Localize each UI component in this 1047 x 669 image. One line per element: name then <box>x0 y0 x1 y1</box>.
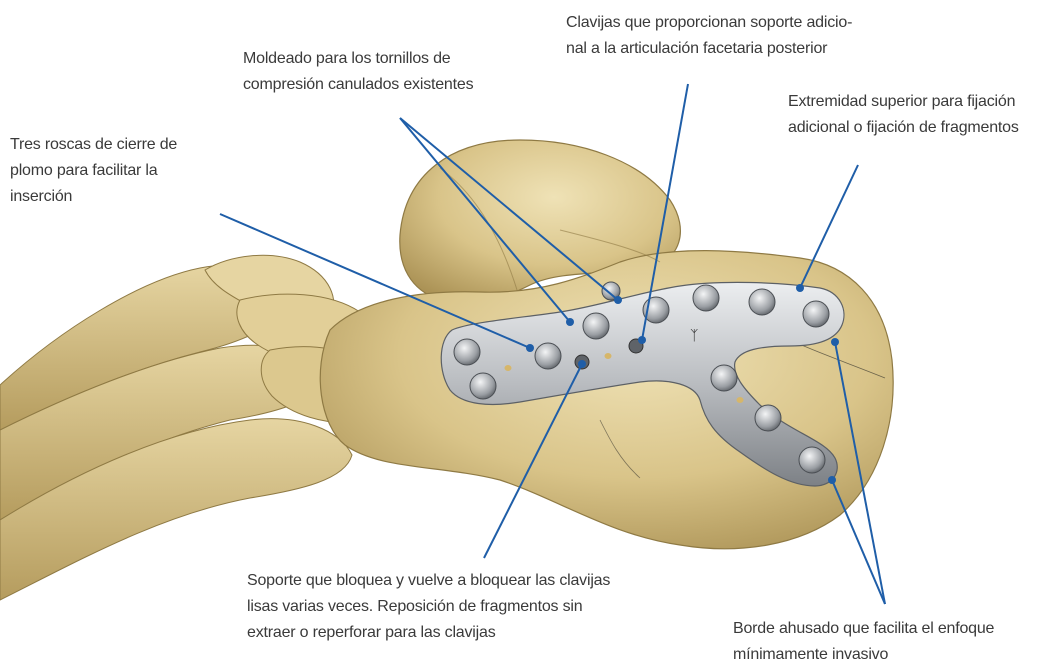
screw <box>755 405 781 431</box>
forefoot-bones <box>0 255 387 600</box>
label-clavijas-soporte: Clavijas que proporcionan soporte adicio… <box>566 10 852 62</box>
screw <box>749 289 775 315</box>
label-borde: Borde ahusado que facilita el enfoque mí… <box>733 616 994 668</box>
leader-line-borde-b <box>832 480 885 604</box>
trident-logo-icon: ᛉ <box>690 328 698 344</box>
screw <box>711 365 737 391</box>
screw <box>470 373 496 399</box>
label-soporte-bloquea: Soporte que bloquea y vuelve a bloquear … <box>247 568 610 646</box>
label-moldeado: Moldeado para los tornillos de compresió… <box>243 46 473 98</box>
screw <box>454 339 480 365</box>
screw <box>693 285 719 311</box>
screw <box>799 447 825 473</box>
label-extremidad: Extremidad superior para fijación adicio… <box>788 89 1019 141</box>
peg-hole <box>737 397 744 403</box>
peg-hole <box>605 353 612 359</box>
screw <box>535 343 561 369</box>
screw <box>583 313 609 339</box>
screw <box>803 301 829 327</box>
peg-hole <box>505 365 512 371</box>
label-tres-roscas: Tres roscas de cierre de plomo para faci… <box>10 132 177 210</box>
